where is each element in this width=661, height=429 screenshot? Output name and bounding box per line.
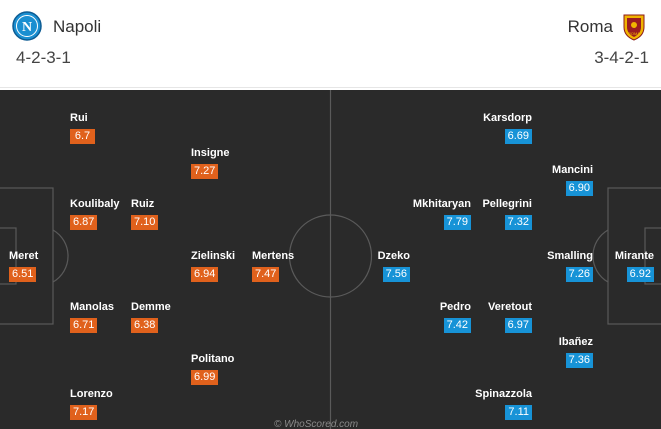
player-home-meret[interactable]: Meret 6.51: [9, 250, 69, 282]
svg-text:ROMA: ROMA: [628, 31, 640, 36]
player-name: Pedro: [439, 301, 471, 313]
player-rating: 7.27: [191, 164, 219, 179]
player-rating: 7.47: [252, 267, 280, 282]
player-rating: 6.71: [70, 318, 98, 333]
player-home-manolas[interactable]: Manolas 6.71: [70, 301, 130, 333]
player-home-lorenzo[interactable]: Lorenzo 7.17: [70, 388, 130, 420]
player-name: Meret: [9, 250, 39, 262]
player-rating: 6.7: [70, 129, 95, 144]
player-rating: 7.26: [565, 267, 593, 282]
away-formation: 3-4-2-1: [594, 48, 649, 67]
player-name: Ruiz: [131, 198, 155, 210]
player-rating: 7.17: [70, 405, 98, 420]
roma-crest-icon[interactable]: ROMA: [619, 11, 649, 41]
player-home-koulibaly[interactable]: Koulibaly 6.87: [70, 198, 130, 230]
player-away-mancini[interactable]: Mancini 6.90: [533, 164, 593, 196]
player-away-dzeko[interactable]: Dzeko 7.56: [350, 250, 410, 282]
player-rating: 7.32: [504, 215, 532, 230]
watermark: © WhoScored.com: [274, 419, 359, 429]
player-rating: 7.56: [382, 267, 410, 282]
svg-text:N: N: [22, 20, 32, 35]
player-rating: 6.90: [565, 181, 593, 196]
player-name: Koulibaly: [70, 198, 120, 210]
player-home-zielinski[interactable]: Zielinski 6.94: [191, 250, 251, 282]
player-name: Spinazzola: [475, 388, 532, 400]
player-away-pedro[interactable]: Pedro 7.42: [411, 301, 471, 333]
player-away-pellegrini[interactable]: Pellegrini 7.32: [472, 198, 532, 230]
player-away-mirante[interactable]: Mirante 6.92: [594, 250, 654, 282]
player-home-politano[interactable]: Politano 6.99: [191, 353, 251, 385]
pitch-markings: [0, 90, 661, 429]
player-home-ruiz[interactable]: Ruiz 7.10: [131, 198, 191, 230]
player-away-veretout[interactable]: Veretout 6.97: [472, 301, 532, 333]
player-rating: 7.11: [505, 405, 532, 420]
player-rating: 6.51: [9, 267, 37, 282]
player-rating: 6.92: [626, 267, 654, 282]
player-home-rui[interactable]: Rui 6.7: [70, 112, 130, 144]
player-home-mertens[interactable]: Mertens 7.47: [252, 250, 312, 282]
player-name: Zielinski: [191, 250, 236, 262]
home-formation: 4-2-3-1: [16, 48, 71, 67]
player-rating: 6.38: [131, 318, 159, 333]
player-rating: 7.10: [131, 215, 159, 230]
player-name: Mertens: [252, 250, 295, 262]
away-team-name[interactable]: Roma: [567, 17, 613, 36]
player-rating: 7.36: [565, 353, 593, 368]
player-rating: 6.94: [191, 267, 219, 282]
player-name: Mancini: [552, 164, 593, 176]
player-name: Rui: [70, 112, 88, 124]
player-away-smalling[interactable]: Smalling 7.26: [533, 250, 593, 282]
player-away-ibanez[interactable]: Ibañez 7.36: [533, 336, 593, 368]
player-home-insigne[interactable]: Insigne 7.27: [191, 147, 251, 179]
match-header: N Napoli 4-2-3-1 Roma ROMA 3-4-2-1: [0, 0, 661, 88]
player-rating: 6.97: [504, 318, 532, 333]
pitch: Rui 6.7 Insigne 7.27 Koulibaly 6.87 Ruiz…: [0, 90, 661, 429]
player-rating: 7.42: [443, 318, 471, 333]
player-rating: 6.69: [504, 129, 532, 144]
player-name: Dzeko: [377, 250, 410, 262]
player-away-karsdorp[interactable]: Karsdorp 6.69: [472, 112, 532, 144]
player-name: Pellegrini: [482, 198, 532, 210]
player-rating: 6.87: [70, 215, 98, 230]
player-name: Demme: [131, 301, 171, 313]
home-team-name[interactable]: Napoli: [53, 17, 102, 36]
player-name: Lorenzo: [70, 388, 113, 400]
player-name: Ibañez: [558, 336, 593, 348]
player-name: Manolas: [70, 301, 115, 313]
player-name: Karsdorp: [483, 112, 532, 124]
player-name: Mirante: [614, 250, 654, 262]
player-name: Insigne: [191, 147, 230, 159]
player-away-mkhitaryan[interactable]: Mkhitaryan 7.79: [411, 198, 471, 230]
player-name: Mkhitaryan: [412, 198, 471, 210]
player-rating: 6.99: [191, 370, 219, 385]
player-rating: 7.79: [443, 215, 471, 230]
player-away-spinazzola[interactable]: Spinazzola 7.11: [472, 388, 532, 420]
player-name: Veretout: [487, 301, 532, 313]
napoli-crest-icon[interactable]: N: [12, 11, 42, 41]
player-name: Smalling: [547, 250, 593, 262]
player-home-demme[interactable]: Demme 6.38: [131, 301, 191, 333]
player-name: Politano: [191, 353, 235, 365]
